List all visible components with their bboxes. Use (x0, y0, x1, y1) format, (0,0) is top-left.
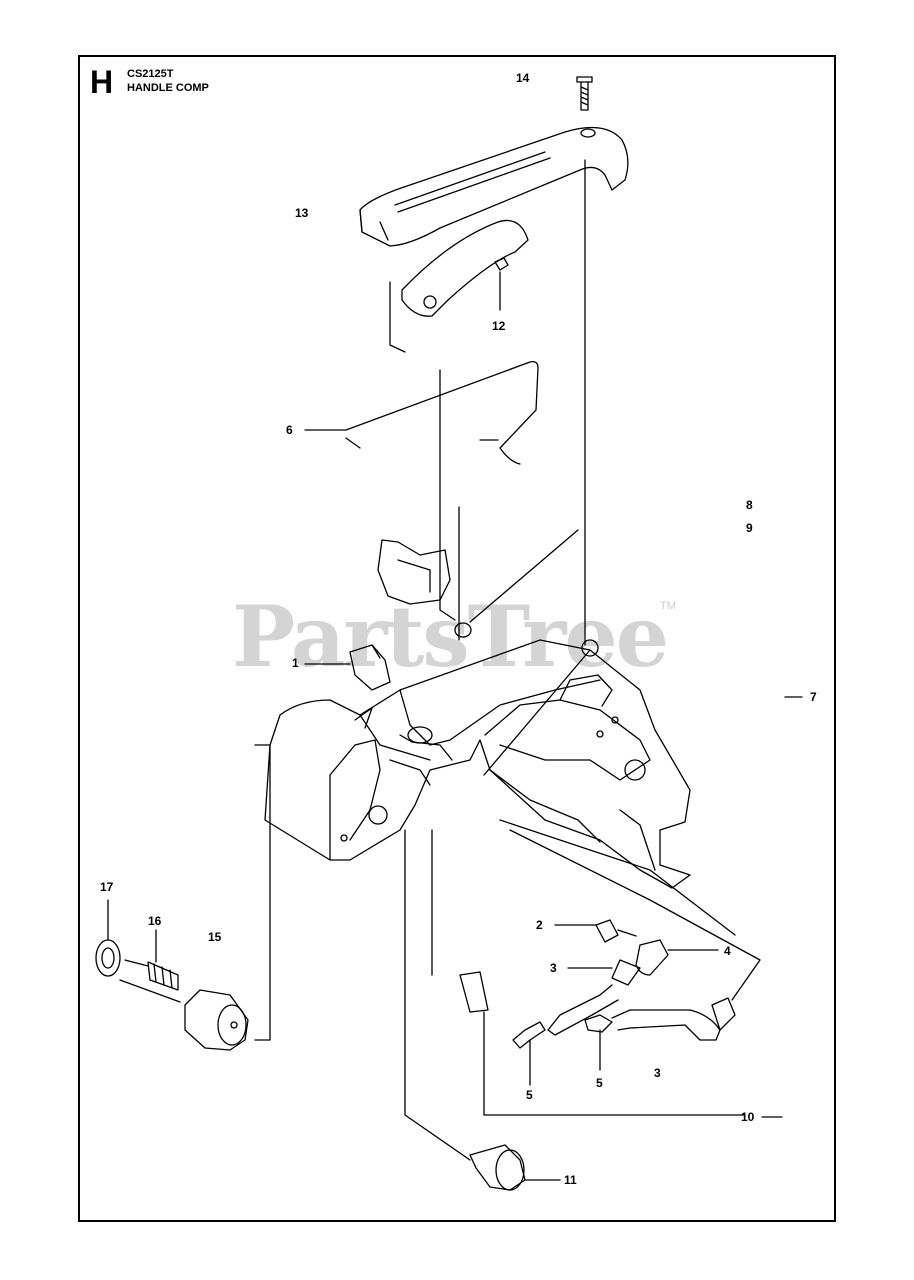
callout-15: 15 (208, 930, 222, 944)
main-handle-housing (254, 639, 691, 1041)
part-1-insert (349, 644, 391, 691)
diagram-title: HANDLE COMP (127, 82, 209, 94)
callout-1: 1 (292, 656, 299, 670)
callout-16: 16 (148, 914, 162, 928)
callout-14: 14 (516, 71, 530, 85)
part-13-handle-cover (359, 126, 629, 247)
part-12-trigger (401, 219, 529, 317)
part-8-9-latch-spring (377, 369, 579, 641)
model-number: CS2125T (127, 68, 174, 80)
callout-12: 12 (492, 319, 506, 333)
leader-outline (483, 649, 591, 776)
callout-5b: 5 (596, 1076, 603, 1090)
part-14-screw (576, 76, 593, 111)
callout-11: 11 (564, 1173, 577, 1187)
callout-10: 10 (741, 1110, 755, 1124)
leader-fuel-a (499, 819, 736, 936)
part-6-rod (345, 360, 539, 465)
section-letter: H (90, 64, 114, 100)
fuel-line-parts (512, 919, 736, 1049)
part-10-pin (431, 829, 746, 1116)
diagram-frame (78, 55, 836, 1222)
leader-fuel-b (509, 829, 761, 1001)
callout-13: 13 (295, 206, 309, 220)
part-11-plug (404, 829, 526, 1191)
callout-7: 7 (810, 690, 817, 704)
callout-3a: 3 (550, 961, 557, 975)
callout-8: 8 (746, 498, 753, 512)
callout-6: 6 (286, 423, 293, 437)
callout-3b: 3 (654, 1066, 661, 1080)
callout-17: 17 (100, 880, 114, 894)
watermark-trademark: TM (660, 600, 676, 612)
callout-9: 9 (746, 521, 753, 535)
part-15-16-17-av-mount (95, 939, 249, 1051)
leader-13 (389, 281, 406, 353)
callout-4: 4 (724, 944, 731, 958)
callout-5a: 5 (526, 1088, 533, 1102)
callout-2: 2 (536, 918, 543, 932)
